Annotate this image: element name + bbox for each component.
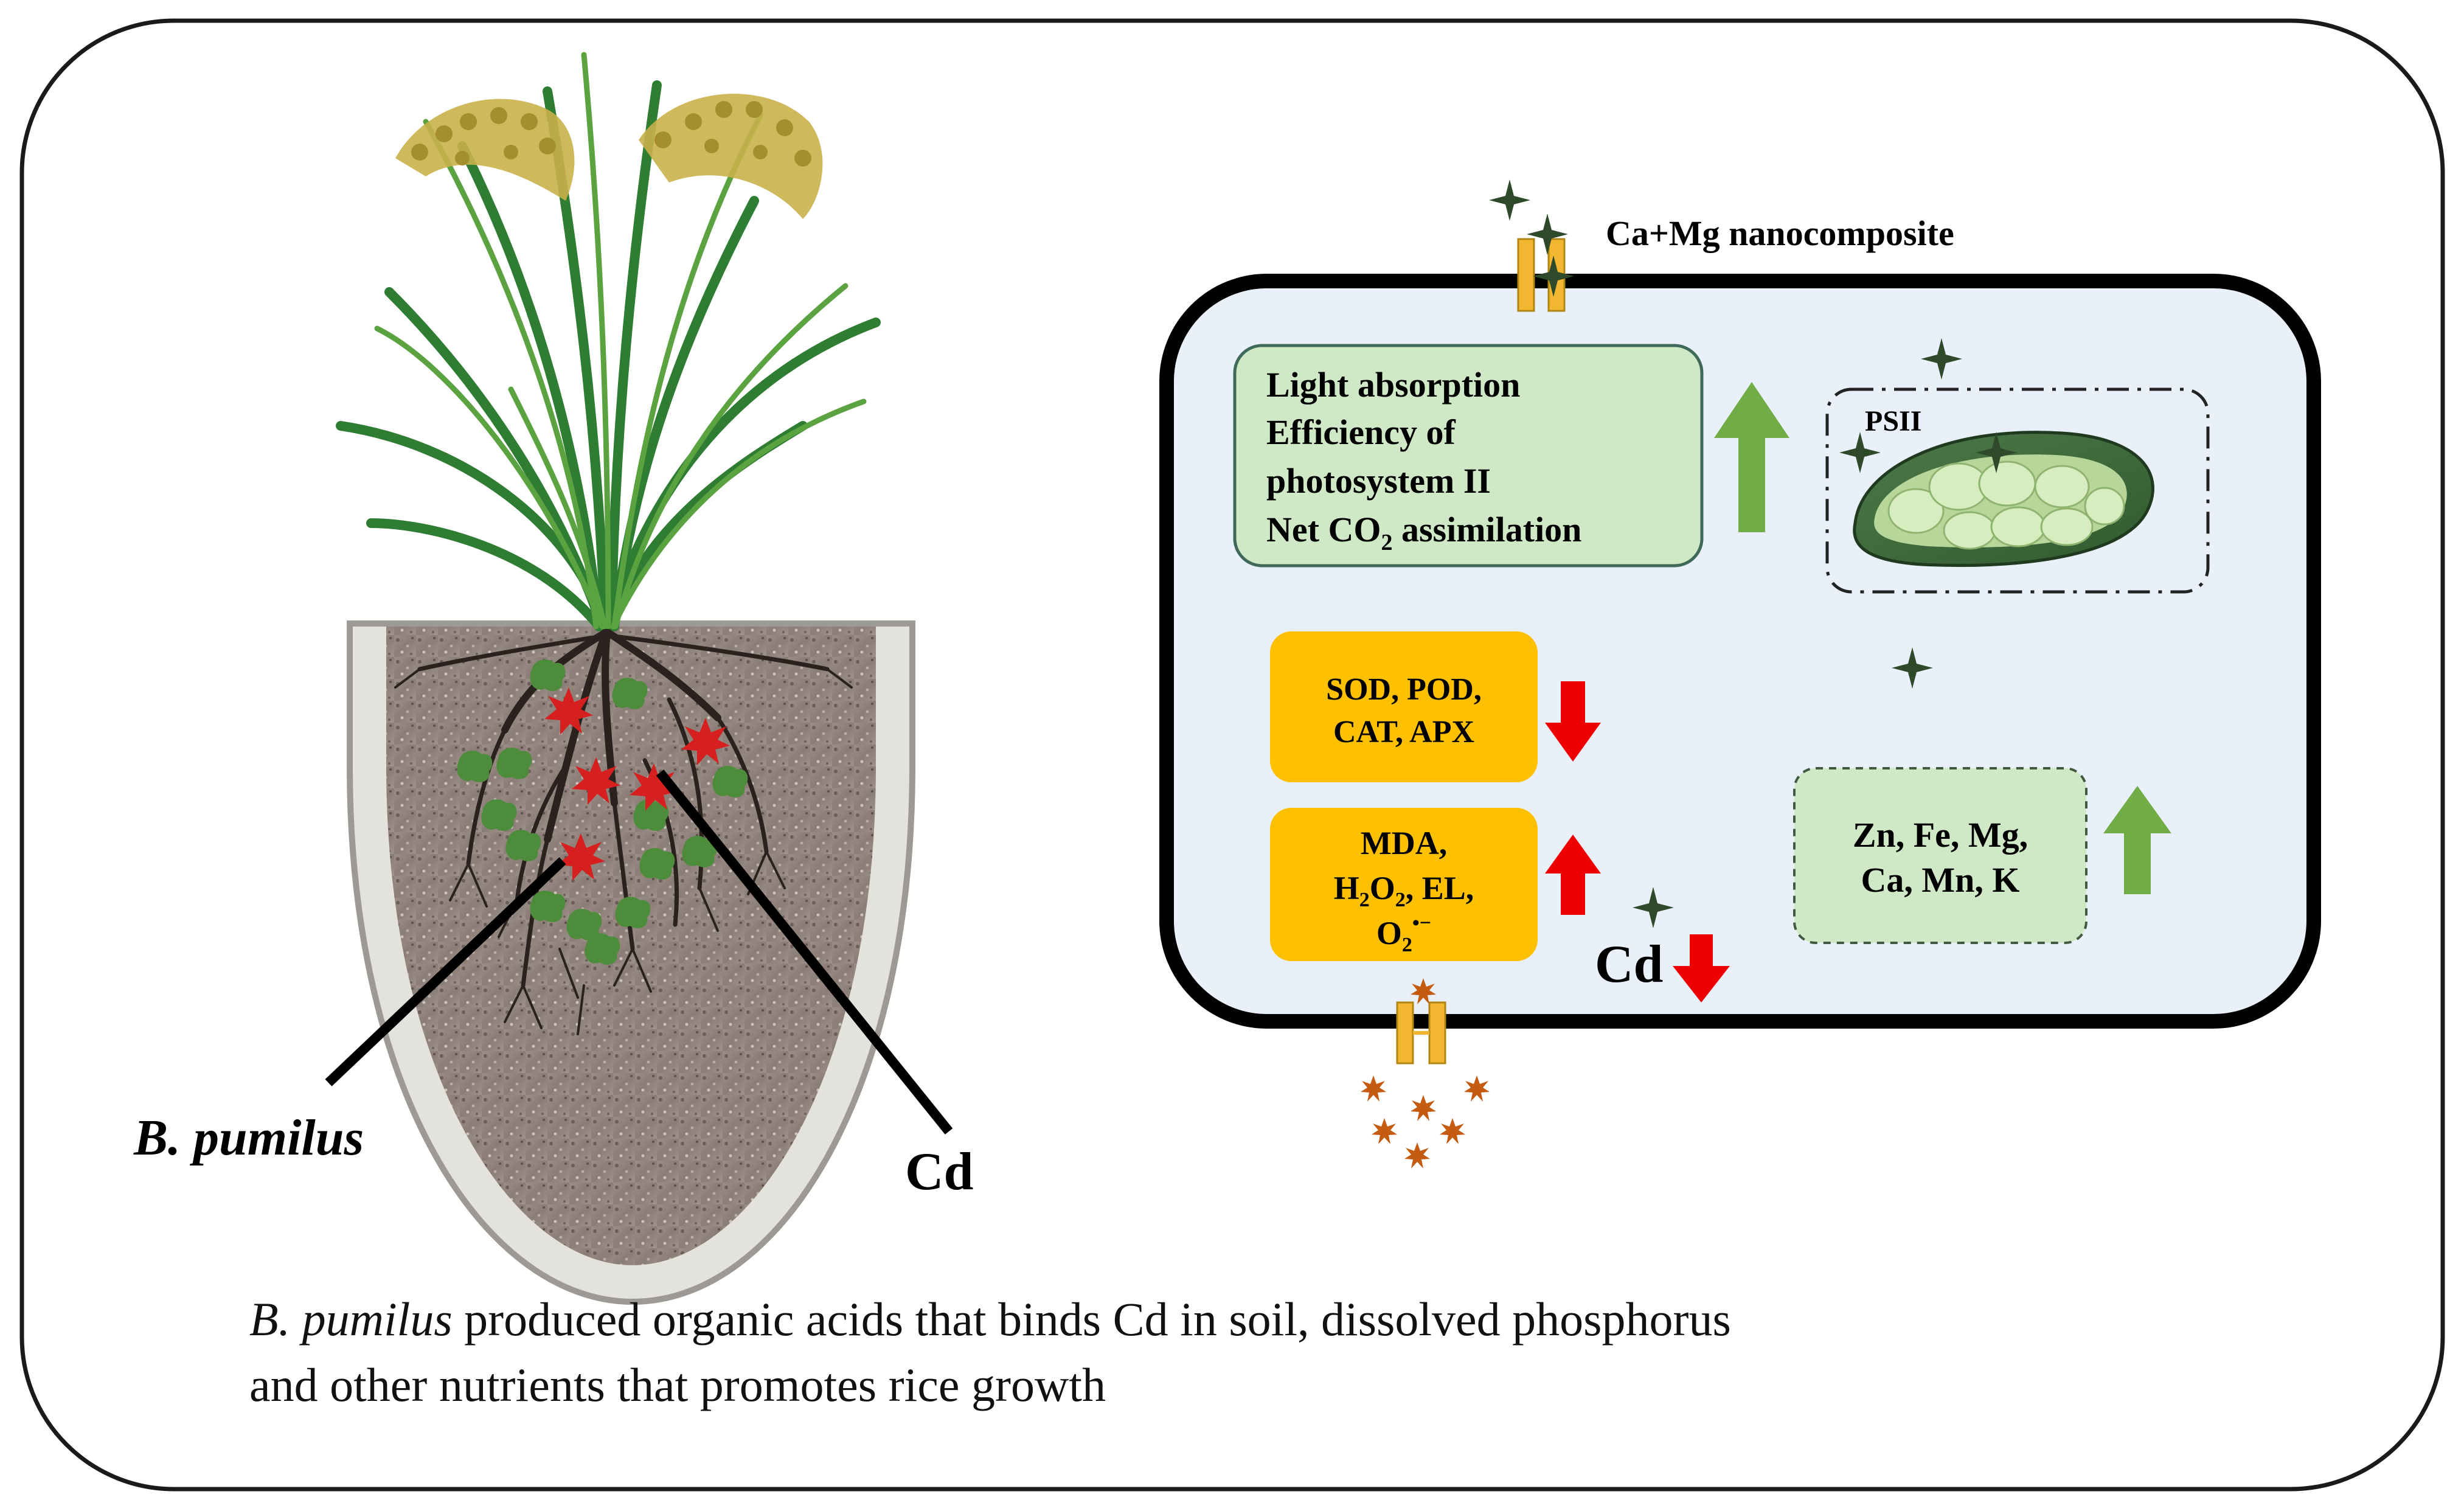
bacteria-label: B. pumilus (133, 1110, 364, 1166)
photosynthesis-line-3: photosystem II (1266, 461, 1491, 501)
plant-panel: B. pumilus Cd (133, 52, 974, 1305)
photosynthesis-line-4: Net CO2 assimilation (1266, 510, 1581, 555)
cd-down-arrow (1673, 934, 1730, 1002)
cell-panel: Ca+Mg nanocomposite Light absorption Eff… (1159, 179, 2321, 1169)
enzymes-line-1: SOD, POD, (1326, 672, 1482, 707)
cd-uptake-label: Cd (1595, 935, 1664, 994)
figure-caption: B. pumilus produced organic acids that b… (249, 1287, 2317, 1418)
cd-channel (1396, 1001, 1446, 1065)
oxidative-markers-box: MDA, H2O2, EL, O2•− (1270, 808, 1538, 961)
psii-label: PSII (1865, 405, 1921, 437)
markers-up-arrow (1545, 835, 1601, 915)
rice-plant (336, 52, 881, 631)
photosynthesis-line-1: Light absorption (1266, 365, 1520, 405)
caption-line-1-rest: produced organic acids that binds Cd in … (452, 1293, 1731, 1346)
markers-line-3: O2•− (1376, 912, 1431, 956)
caption-line-1: B. pumilus produced organic acids that b… (249, 1287, 2317, 1352)
cd-pointer-line (656, 769, 953, 1135)
psii-region: PSII (1825, 387, 2210, 594)
caption-species: B. pumilus (249, 1293, 453, 1346)
cd-label: Cd (905, 1142, 974, 1201)
enzymes-line-2: CAT, APX (1333, 715, 1474, 749)
chloroplast (1853, 431, 2154, 568)
photosynthesis-up-arrow (1714, 382, 1789, 532)
nutrients-line-2: Ca, Mn, K (1861, 860, 2020, 900)
antioxidant-enzymes-box: SOD, POD, CAT, APX (1270, 631, 1538, 782)
nanocomposite-label: Ca+Mg nanocomposite (1606, 214, 1954, 253)
caption-line-2: and other nutrients that promotes rice g… (249, 1358, 1106, 1411)
photosynthesis-box: Light absorption Efficiency of photosyst… (1233, 344, 1704, 568)
nutrients-box: Zn, Fe, Mg, Ca, Mn, K (1793, 767, 2087, 944)
markers-line-2: H2O2, EL, (1334, 870, 1474, 911)
photosynthesis-line-2: Efficiency of (1266, 412, 1456, 452)
markers-line-1: MDA, (1361, 825, 1447, 861)
rice-panicles (395, 94, 823, 219)
nutrients-line-1: Zn, Fe, Mg, (1853, 815, 2028, 855)
bacteria-pointer-line (325, 857, 566, 1086)
nutrients-up-arrow (2103, 786, 2171, 894)
enzymes-down-arrow (1545, 681, 1601, 762)
